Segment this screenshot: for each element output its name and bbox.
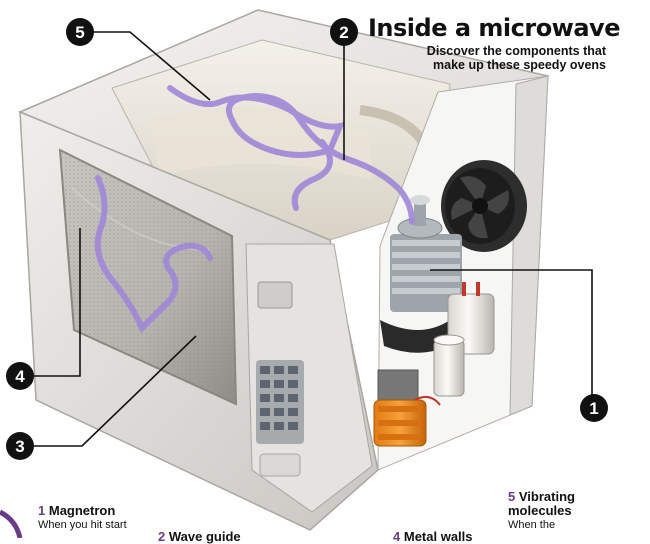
leader-lines — [20, 31, 593, 447]
caption-number: 1 — [38, 503, 46, 518]
page-subtitle: Discover the components that make up the… — [376, 44, 606, 72]
caption-heading-line-2: molecules — [508, 503, 572, 518]
caption-magnetron: 1 Magnetron When you hit start — [38, 504, 127, 532]
callout-badge-2: 2 — [330, 18, 358, 46]
microwave-radiation — [94, 85, 415, 334]
caption-body: When the — [508, 519, 556, 531]
callout-number: 2 — [339, 23, 348, 42]
subtitle-line-2: make up these speedy ovens — [433, 58, 606, 72]
caption-vibrating-molecules: 5 Vibrating molecules When the — [508, 490, 575, 532]
caption-metal-walls: 4 Metal walls — [393, 530, 473, 544]
subtitle-line-1: Discover the components that — [426, 44, 606, 58]
cooling-fan — [441, 160, 527, 252]
keypad — [256, 360, 304, 444]
caption-number: 2 — [158, 529, 166, 544]
caption-wave-guide: 2 Wave guide — [158, 530, 241, 544]
callout-badge-3: 3 — [6, 432, 34, 460]
decorative-arc — [0, 509, 23, 539]
caption-number: 4 — [393, 529, 401, 544]
magnetron — [380, 195, 462, 353]
callout-badge-4: 4 — [6, 362, 34, 390]
caption-heading-line-1: Vibrating — [518, 489, 575, 504]
start-button — [259, 453, 301, 477]
control-panel — [245, 243, 373, 513]
high-voltage-diode — [433, 334, 465, 397]
caption-body: When you hit start — [38, 519, 127, 531]
page-title: Inside a microwave — [368, 14, 620, 42]
caption-heading: Wave guide — [168, 529, 241, 544]
callout-badge-1: 1 — [580, 394, 608, 422]
callout-number: 1 — [589, 399, 598, 418]
callout-number: 4 — [15, 367, 25, 386]
callout-number: 5 — [75, 23, 84, 42]
caption-heading: Magnetron — [48, 503, 116, 518]
caption-number: 5 — [508, 489, 516, 504]
callout-badge-5: 5 — [66, 18, 94, 46]
callout-number: 3 — [15, 437, 24, 456]
transformer — [373, 369, 441, 447]
caption-heading: Metal walls — [403, 529, 473, 544]
